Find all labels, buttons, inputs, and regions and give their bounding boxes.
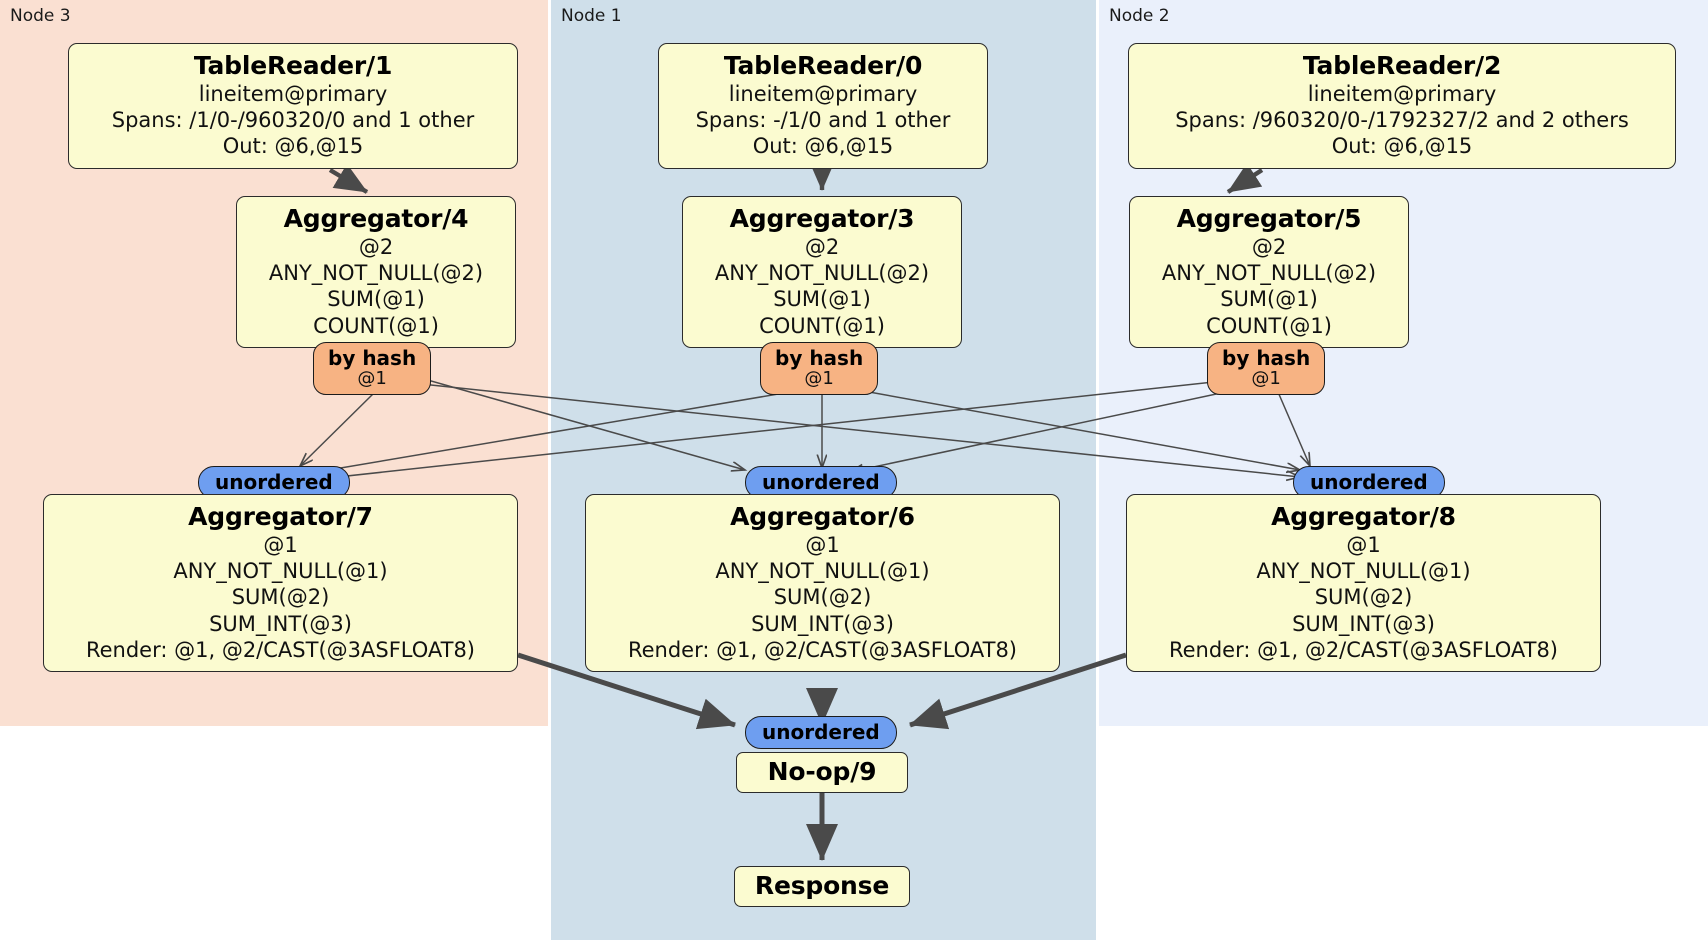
processor-line: SUM(@1) [773, 287, 871, 312]
processor-line: lineitem@primary [728, 82, 918, 106]
processor-table-reader-0[interactable]: TableReader/0 lineitem@primary Spans: -/… [658, 43, 988, 169]
input-badge-unordered-center[interactable]: unordered [745, 466, 897, 499]
processor-line: SUM_INT(@3) [751, 611, 894, 636]
processor-line: Render: @1, @2/CAST(@3ASFLOAT8) [1168, 637, 1559, 662]
processor-aggregator-7[interactable]: Aggregator/7 @1 ANY_NOT_NULL(@1) SUM(@2)… [43, 494, 518, 672]
processor-title: Aggregator/7 [188, 502, 373, 531]
processor-line: @2 [358, 235, 394, 259]
processor-aggregator-6[interactable]: Aggregator/6 @1 ANY_NOT_NULL(@1) SUM(@2)… [585, 494, 1060, 672]
processor-line: SUM(@2) [231, 585, 330, 610]
input-badge-unordered-final[interactable]: unordered [745, 716, 897, 749]
processor-line: Render: @1, @2/CAST(@3ASFLOAT8) [627, 637, 1018, 662]
processor-line: Out: @6,@15 [222, 134, 364, 159]
processor-line: lineitem@primary [1307, 82, 1497, 106]
processor-title: TableReader/0 [723, 51, 923, 80]
processor-line: Render: @1, @2/CAST(@3ASFLOAT8) [85, 637, 476, 662]
output-badge-by-hash-center[interactable]: by hash @1 [760, 342, 879, 395]
processor-line: Out: @6,@15 [1331, 134, 1473, 159]
node-panel-label: Node 3 [10, 6, 71, 26]
badge-line-1: unordered [1310, 470, 1428, 494]
processor-line: Out: @6,@15 [752, 134, 894, 159]
processor-title: Aggregator/4 [283, 204, 469, 233]
processor-line: ANY_NOT_NULL(@2) [1161, 261, 1377, 286]
node-panel-label: Node 1 [561, 6, 622, 26]
input-badge-unordered-right[interactable]: unordered [1293, 466, 1445, 499]
node-panel-label: Node 2 [1109, 6, 1170, 26]
processor-line: @1 [805, 533, 840, 557]
processor-line: @1 [1346, 533, 1381, 557]
processor-line: ANY_NOT_NULL(@1) [715, 559, 930, 584]
processor-line: @1 [263, 533, 298, 557]
processor-line: @2 [1251, 235, 1287, 259]
processor-aggregator-4[interactable]: Aggregator/4 @2 ANY_NOT_NULL(@2) SUM(@1)… [236, 196, 516, 348]
input-badge-unordered-left[interactable]: unordered [198, 466, 350, 499]
processor-line: ANY_NOT_NULL(@1) [173, 559, 388, 584]
badge-line-1: unordered [762, 720, 880, 744]
processor-line: SUM_INT(@3) [1292, 611, 1435, 636]
processor-line: lineitem@primary [198, 82, 388, 106]
processor-line: SUM(@2) [773, 585, 872, 610]
processor-title: TableReader/2 [1302, 51, 1502, 80]
badge-line-2: @1 [804, 368, 834, 389]
processor-title: No-op/9 [767, 757, 877, 786]
badge-line-1: unordered [762, 470, 880, 494]
output-badge-by-hash-left[interactable]: by hash @1 [313, 342, 432, 395]
processor-line: Spans: -/1/0 and 1 other [695, 108, 951, 133]
processor-line: SUM_INT(@3) [209, 611, 352, 636]
processor-line: SUM(@1) [327, 287, 425, 312]
processor-line: SUM(@2) [1314, 585, 1413, 610]
processor-title: Aggregator/8 [1271, 502, 1456, 531]
processor-table-reader-2[interactable]: TableReader/2 lineitem@primary Spans: /9… [1128, 43, 1676, 169]
processor-line: @2 [804, 235, 840, 259]
badge-line-1: by hash [328, 346, 417, 370]
processor-noop-9[interactable]: No-op/9 [736, 752, 908, 793]
processor-line: COUNT(@1) [1206, 313, 1332, 338]
processor-title: Aggregator/5 [1176, 204, 1362, 233]
badge-line-2: @1 [1251, 368, 1281, 389]
processor-line: Spans: /1/0-/960320/0 and 1 other [111, 108, 475, 133]
processor-table-reader-1[interactable]: TableReader/1 lineitem@primary Spans: /1… [68, 43, 518, 169]
processor-line: ANY_NOT_NULL(@2) [268, 261, 484, 286]
badge-line-1: by hash [775, 346, 864, 370]
output-badge-by-hash-right[interactable]: by hash @1 [1207, 342, 1326, 395]
badge-line-1: unordered [215, 470, 333, 494]
processor-title: Aggregator/3 [729, 204, 915, 233]
badge-line-2: @1 [357, 368, 387, 389]
processor-aggregator-5[interactable]: Aggregator/5 @2 ANY_NOT_NULL(@2) SUM(@1)… [1129, 196, 1409, 348]
processor-line: COUNT(@1) [759, 313, 885, 338]
processor-line: SUM(@1) [1220, 287, 1318, 312]
processor-title: Aggregator/6 [730, 502, 915, 531]
processor-title: Response [754, 871, 890, 900]
processor-line: ANY_NOT_NULL(@2) [714, 261, 930, 286]
processor-title: TableReader/1 [193, 51, 393, 80]
processor-line: ANY_NOT_NULL(@1) [1256, 559, 1471, 584]
badge-line-1: by hash [1222, 346, 1311, 370]
processor-line: COUNT(@1) [313, 313, 439, 338]
processor-aggregator-8[interactable]: Aggregator/8 @1 ANY_NOT_NULL(@1) SUM(@2)… [1126, 494, 1601, 672]
processor-response[interactable]: Response [734, 866, 910, 907]
processor-line: Spans: /960320/0-/1792327/2 and 2 others [1175, 108, 1629, 133]
processor-aggregator-3[interactable]: Aggregator/3 @2 ANY_NOT_NULL(@2) SUM(@1)… [682, 196, 962, 348]
